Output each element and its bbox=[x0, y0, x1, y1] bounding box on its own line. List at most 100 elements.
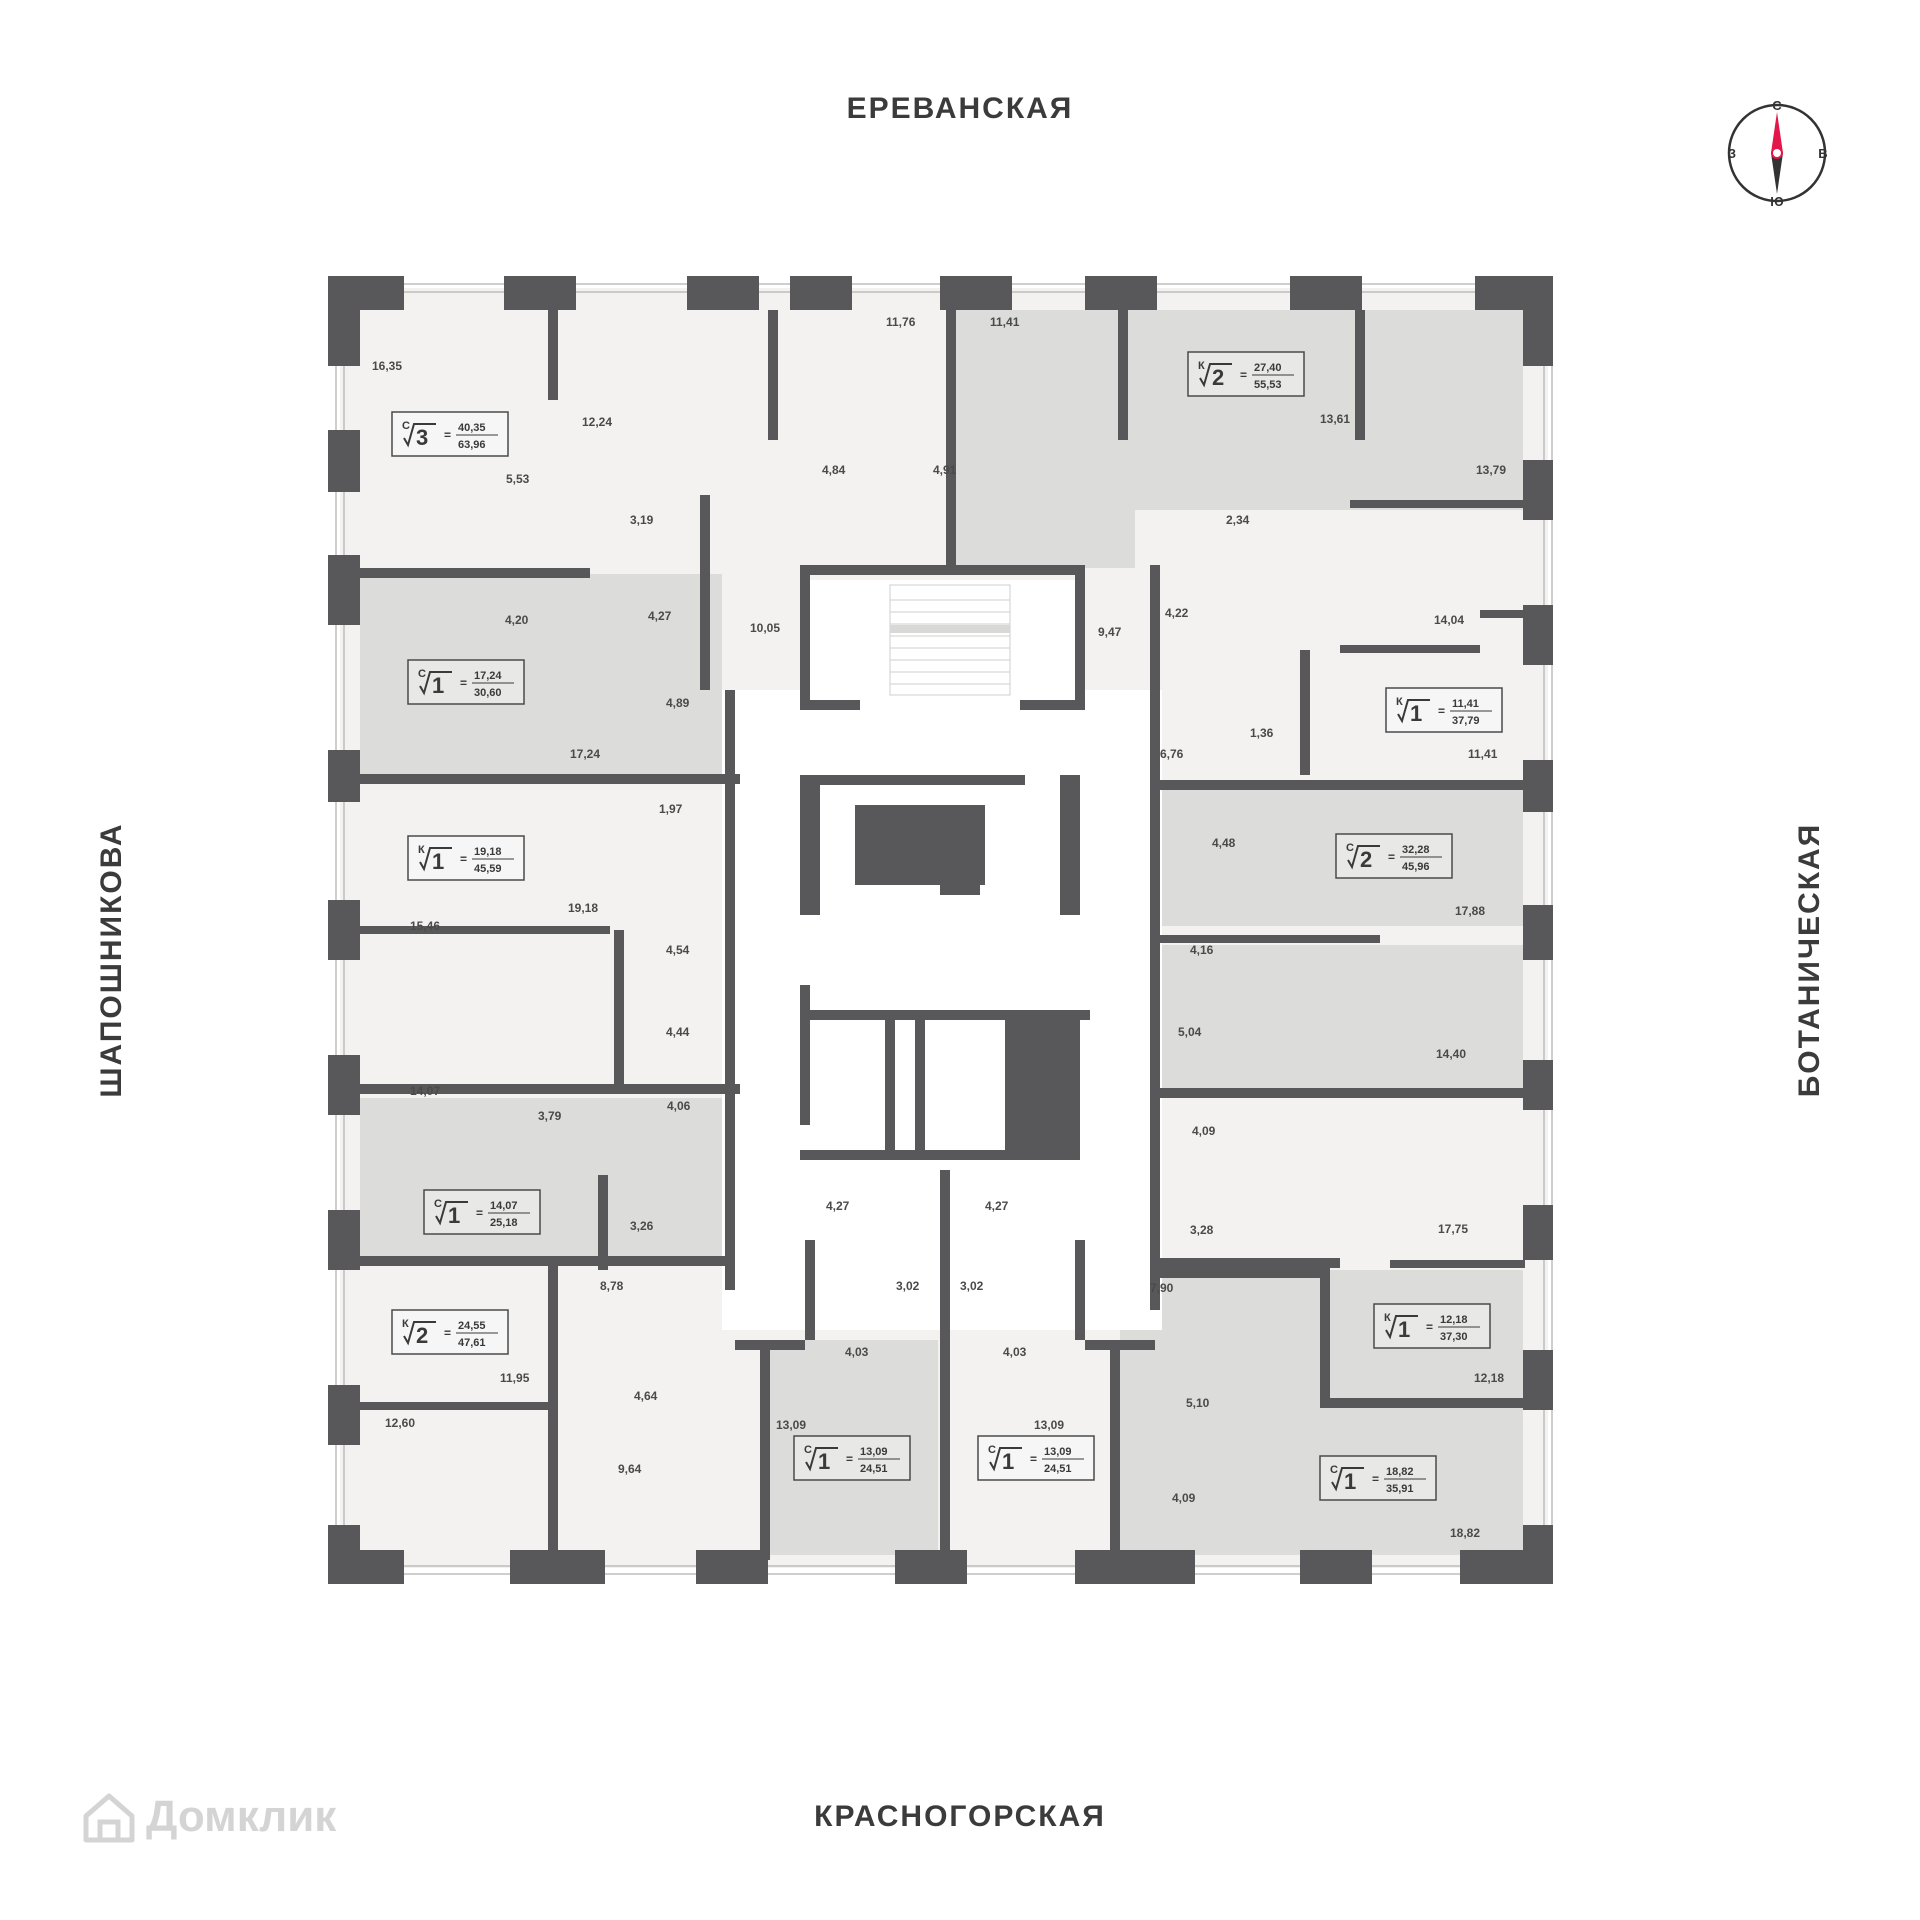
apartment-rooms: 3 bbox=[416, 425, 428, 450]
living-area: 14,07 bbox=[490, 1200, 518, 1212]
radical-sign-icon bbox=[989, 1447, 1022, 1472]
radical-sign-icon bbox=[1347, 845, 1380, 870]
room-area-label: 18,82 bbox=[1450, 1526, 1480, 1540]
apartment-rooms: 1 bbox=[818, 1449, 830, 1474]
room-area-label: 4,22 bbox=[1165, 606, 1189, 620]
apartment-rooms: 1 bbox=[1344, 1469, 1356, 1494]
room-area-label: 11,41 bbox=[1468, 747, 1498, 761]
room-area-label: 4,89 bbox=[666, 696, 690, 710]
total-area: 37,30 bbox=[1440, 1331, 1468, 1343]
street-label-bottom: КРАСНОГОРСКАЯ bbox=[814, 1800, 1106, 1833]
room-area-label: 3,02 bbox=[896, 1279, 920, 1293]
room-area-label: 8,78 bbox=[600, 1279, 624, 1293]
room-area-label: 10,05 bbox=[750, 621, 780, 635]
room-area-label: 11,76 bbox=[886, 315, 916, 329]
living-area: 19,18 bbox=[474, 846, 502, 858]
compass-ring bbox=[1727, 103, 1827, 203]
total-area: 24,51 bbox=[860, 1463, 888, 1475]
radical-sign-icon bbox=[1385, 1315, 1418, 1340]
living-area: 17,24 bbox=[474, 670, 502, 682]
radical-sign-icon bbox=[1397, 699, 1430, 724]
apartment-rooms: 1 bbox=[432, 849, 444, 874]
apartment-type-letter: С bbox=[418, 668, 426, 680]
equals-sign-icon: = bbox=[460, 676, 467, 690]
apartment-rooms: 1 bbox=[1410, 701, 1422, 726]
room-area-label: 4,16 bbox=[1190, 943, 1214, 957]
living-area: 24,55 bbox=[458, 1320, 486, 1332]
equals-sign-icon: = bbox=[1388, 850, 1395, 864]
apartment-rooms: 1 bbox=[448, 1203, 460, 1228]
equals-sign-icon: = bbox=[1030, 1452, 1037, 1466]
room-area-label: 9,64 bbox=[618, 1462, 642, 1476]
apartment-type-letter: К bbox=[402, 1318, 409, 1330]
room-area-label: 3,02 bbox=[960, 1279, 984, 1293]
living-area: 13,09 bbox=[1044, 1446, 1072, 1458]
room-area-label: 3,79 bbox=[538, 1109, 562, 1123]
room-area-label: 4,48 bbox=[1212, 836, 1236, 850]
equals-sign-icon: = bbox=[1240, 368, 1247, 382]
radical-sign-icon bbox=[1331, 1467, 1364, 1492]
total-area: 24,51 bbox=[1044, 1463, 1072, 1475]
room-area-label: 14,07 bbox=[410, 1084, 440, 1098]
apartment-type-letter: С bbox=[434, 1198, 442, 1210]
room-area-label: 3,19 bbox=[630, 513, 654, 527]
room-area-label: 13,09 bbox=[776, 1418, 806, 1432]
room-area-label: 11,41 bbox=[990, 315, 1020, 329]
room-area-label: 4,27 bbox=[648, 609, 672, 623]
room-area-label: 4,54 bbox=[666, 943, 690, 957]
room-area-label: 4,03 bbox=[845, 1345, 869, 1359]
room-area-label: 4,91 bbox=[933, 463, 957, 477]
staircase bbox=[889, 584, 1011, 696]
apartment-type-letter: С bbox=[988, 1444, 996, 1456]
equals-sign-icon: = bbox=[1426, 1320, 1433, 1334]
room-area-label: 5,04 bbox=[1178, 1025, 1202, 1039]
room-area-label: 4,20 bbox=[505, 613, 529, 627]
apartment-type-letter: С bbox=[1330, 1464, 1338, 1476]
total-area: 37,79 bbox=[1452, 715, 1480, 727]
room-area-label: 4,09 bbox=[1192, 1124, 1216, 1138]
room-area-label: 7,90 bbox=[1150, 1281, 1174, 1295]
total-area: 25,18 bbox=[490, 1217, 518, 1229]
room-area-label: 13,79 bbox=[1476, 463, 1506, 477]
apartment-rooms: 1 bbox=[1398, 1317, 1410, 1342]
room-area-label: 4,64 bbox=[634, 1389, 658, 1403]
living-area: 11,41 bbox=[1452, 698, 1479, 710]
apartment-rooms: 1 bbox=[1002, 1449, 1014, 1474]
radical-sign-icon bbox=[419, 847, 452, 872]
room-area-label: 19,18 bbox=[568, 901, 598, 915]
room-area-label: 4,84 bbox=[822, 463, 846, 477]
equals-sign-icon: = bbox=[1372, 1472, 1379, 1486]
apartment-type-letter: К bbox=[418, 844, 425, 856]
room-area-label: 3,26 bbox=[630, 1219, 654, 1233]
room-area-label: 1,36 bbox=[1250, 726, 1274, 740]
room-area-label: 13,09 bbox=[1034, 1418, 1064, 1432]
room-area-label: 16,35 bbox=[372, 359, 402, 373]
apartment-type-letter: С bbox=[804, 1444, 812, 1456]
total-area: 35,91 bbox=[1386, 1483, 1414, 1495]
total-area: 45,59 bbox=[474, 863, 502, 875]
room-area-label: 4,44 bbox=[666, 1025, 690, 1039]
radical-sign-icon bbox=[419, 671, 452, 696]
total-area: 63,96 bbox=[458, 439, 486, 451]
radical-sign-icon bbox=[805, 1447, 838, 1472]
compass-south-needle bbox=[1771, 153, 1783, 194]
compass-north-needle bbox=[1771, 112, 1783, 153]
total-area: 45,96 bbox=[1402, 861, 1430, 873]
apartment-type-letter: К bbox=[1198, 360, 1205, 372]
radical-sign-icon bbox=[403, 423, 436, 448]
room-area-label: 3,28 bbox=[1190, 1223, 1214, 1237]
